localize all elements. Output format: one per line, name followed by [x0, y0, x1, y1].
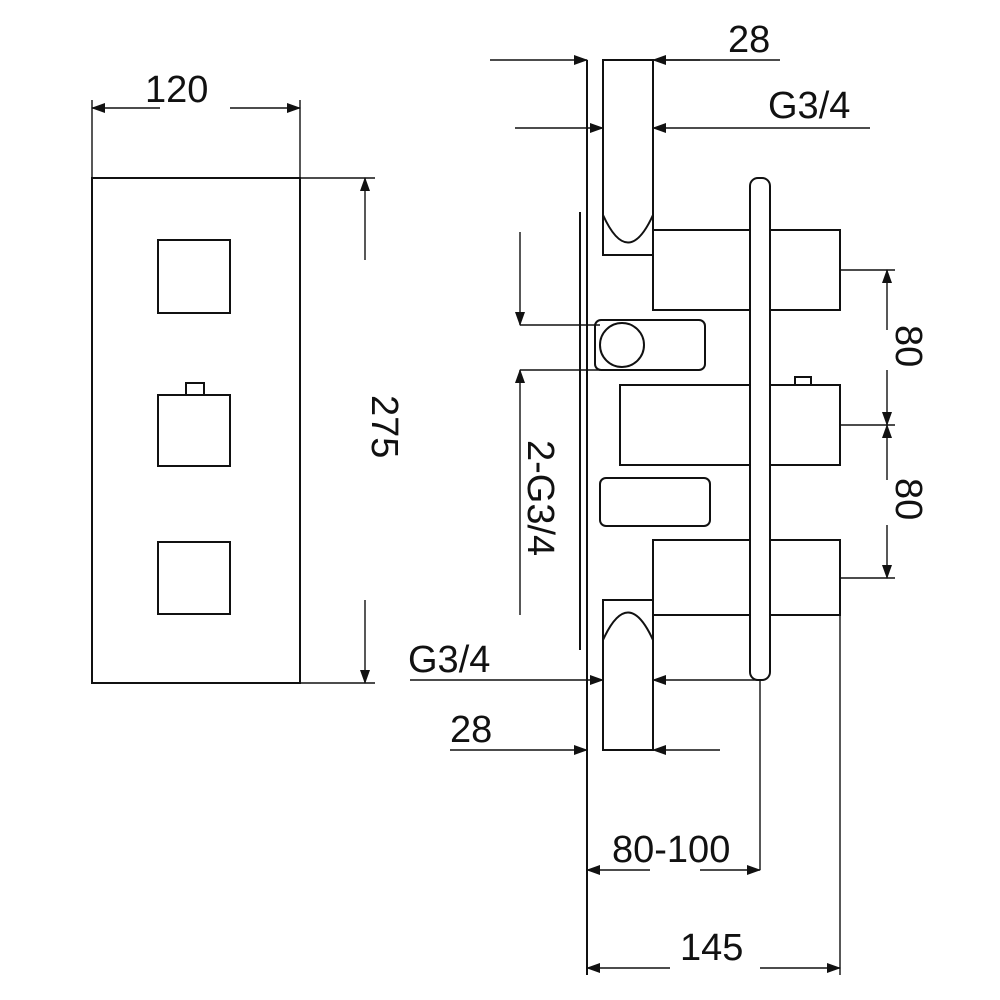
middle-valve-body: [619, 384, 751, 466]
top-pipe-dimension-label: 28: [728, 19, 770, 61]
top-pipe: [602, 59, 654, 256]
lower-valve-body: [652, 539, 751, 616]
side-bottom-handle: [769, 539, 841, 616]
side-middle-handle: [769, 384, 841, 466]
depth-range-label: 80-100: [612, 829, 730, 871]
upper-spacing-label: 80: [887, 325, 929, 367]
bottom-pipe: [602, 599, 654, 751]
front-plate: [91, 177, 301, 684]
top-handle: [157, 239, 231, 314]
overall-depth-label: 145: [680, 927, 743, 969]
side-view: 28 G3/4 80 80 2-G3/4 G3/4 28 80-100 145: [408, 19, 929, 975]
front-view: 120 275: [91, 69, 405, 684]
handle-indicator: [185, 382, 205, 396]
height-dimension-label: 275: [363, 395, 405, 458]
top-pipe-elbow: [602, 214, 654, 244]
bottom-pipe-dimension-label: 28: [450, 709, 492, 751]
lower-spacing-label: 80: [887, 478, 929, 520]
side-handle-indicator: [794, 376, 812, 386]
side-ports-label: 2-G3/4: [519, 440, 561, 556]
bottom-pipe-elbow: [602, 611, 654, 641]
bottom-thread-label: G3/4: [408, 639, 490, 681]
upper-valve-body: [652, 229, 751, 311]
cover-plate: [749, 177, 771, 681]
top-thread-label: G3/4: [768, 85, 850, 127]
bottom-handle: [157, 541, 231, 615]
lower-side-port: [599, 477, 711, 527]
width-dimension-label: 120: [145, 69, 208, 111]
middle-handle: [157, 394, 231, 467]
side-top-handle: [769, 229, 841, 311]
port-fitting: [599, 322, 645, 368]
